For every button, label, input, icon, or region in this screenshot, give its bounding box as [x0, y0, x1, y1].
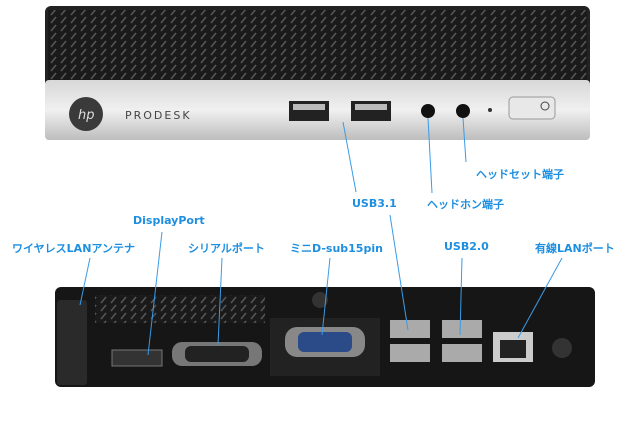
- label-usb20: USB2.0: [444, 240, 489, 253]
- label-displayport: DisplayPort: [133, 214, 205, 227]
- model-name: PRODESK: [125, 109, 192, 122]
- label-wireless-lan: ワイヤレスLANアンテナ: [12, 242, 135, 255]
- rear-panel: [55, 287, 595, 387]
- label-wired-lan: 有線LANポート: [535, 242, 615, 255]
- hp-logo-icon: [69, 97, 103, 131]
- svg-text:hp: hp: [78, 108, 95, 123]
- power-jack-icon: [552, 338, 572, 358]
- displayport-icon: [111, 349, 163, 367]
- label-usb31: USB3.1: [352, 197, 397, 210]
- headphone-jack-icon: [421, 104, 435, 118]
- label-headphone: ヘッドホン端子: [427, 198, 504, 211]
- usb31-port-icon: [390, 320, 430, 338]
- label-dsub: ミニD-sub15pin: [290, 242, 383, 255]
- headset-jack-icon: [456, 104, 470, 118]
- leader-lines: [79, 117, 563, 356]
- usb20-port-icon: [442, 320, 482, 338]
- label-serial: シリアルポート: [188, 242, 265, 255]
- front-panel: hp PRODESK: [45, 6, 590, 140]
- wireless-antenna-icon: [57, 300, 87, 385]
- label-headset: ヘッドセット端子: [476, 168, 564, 181]
